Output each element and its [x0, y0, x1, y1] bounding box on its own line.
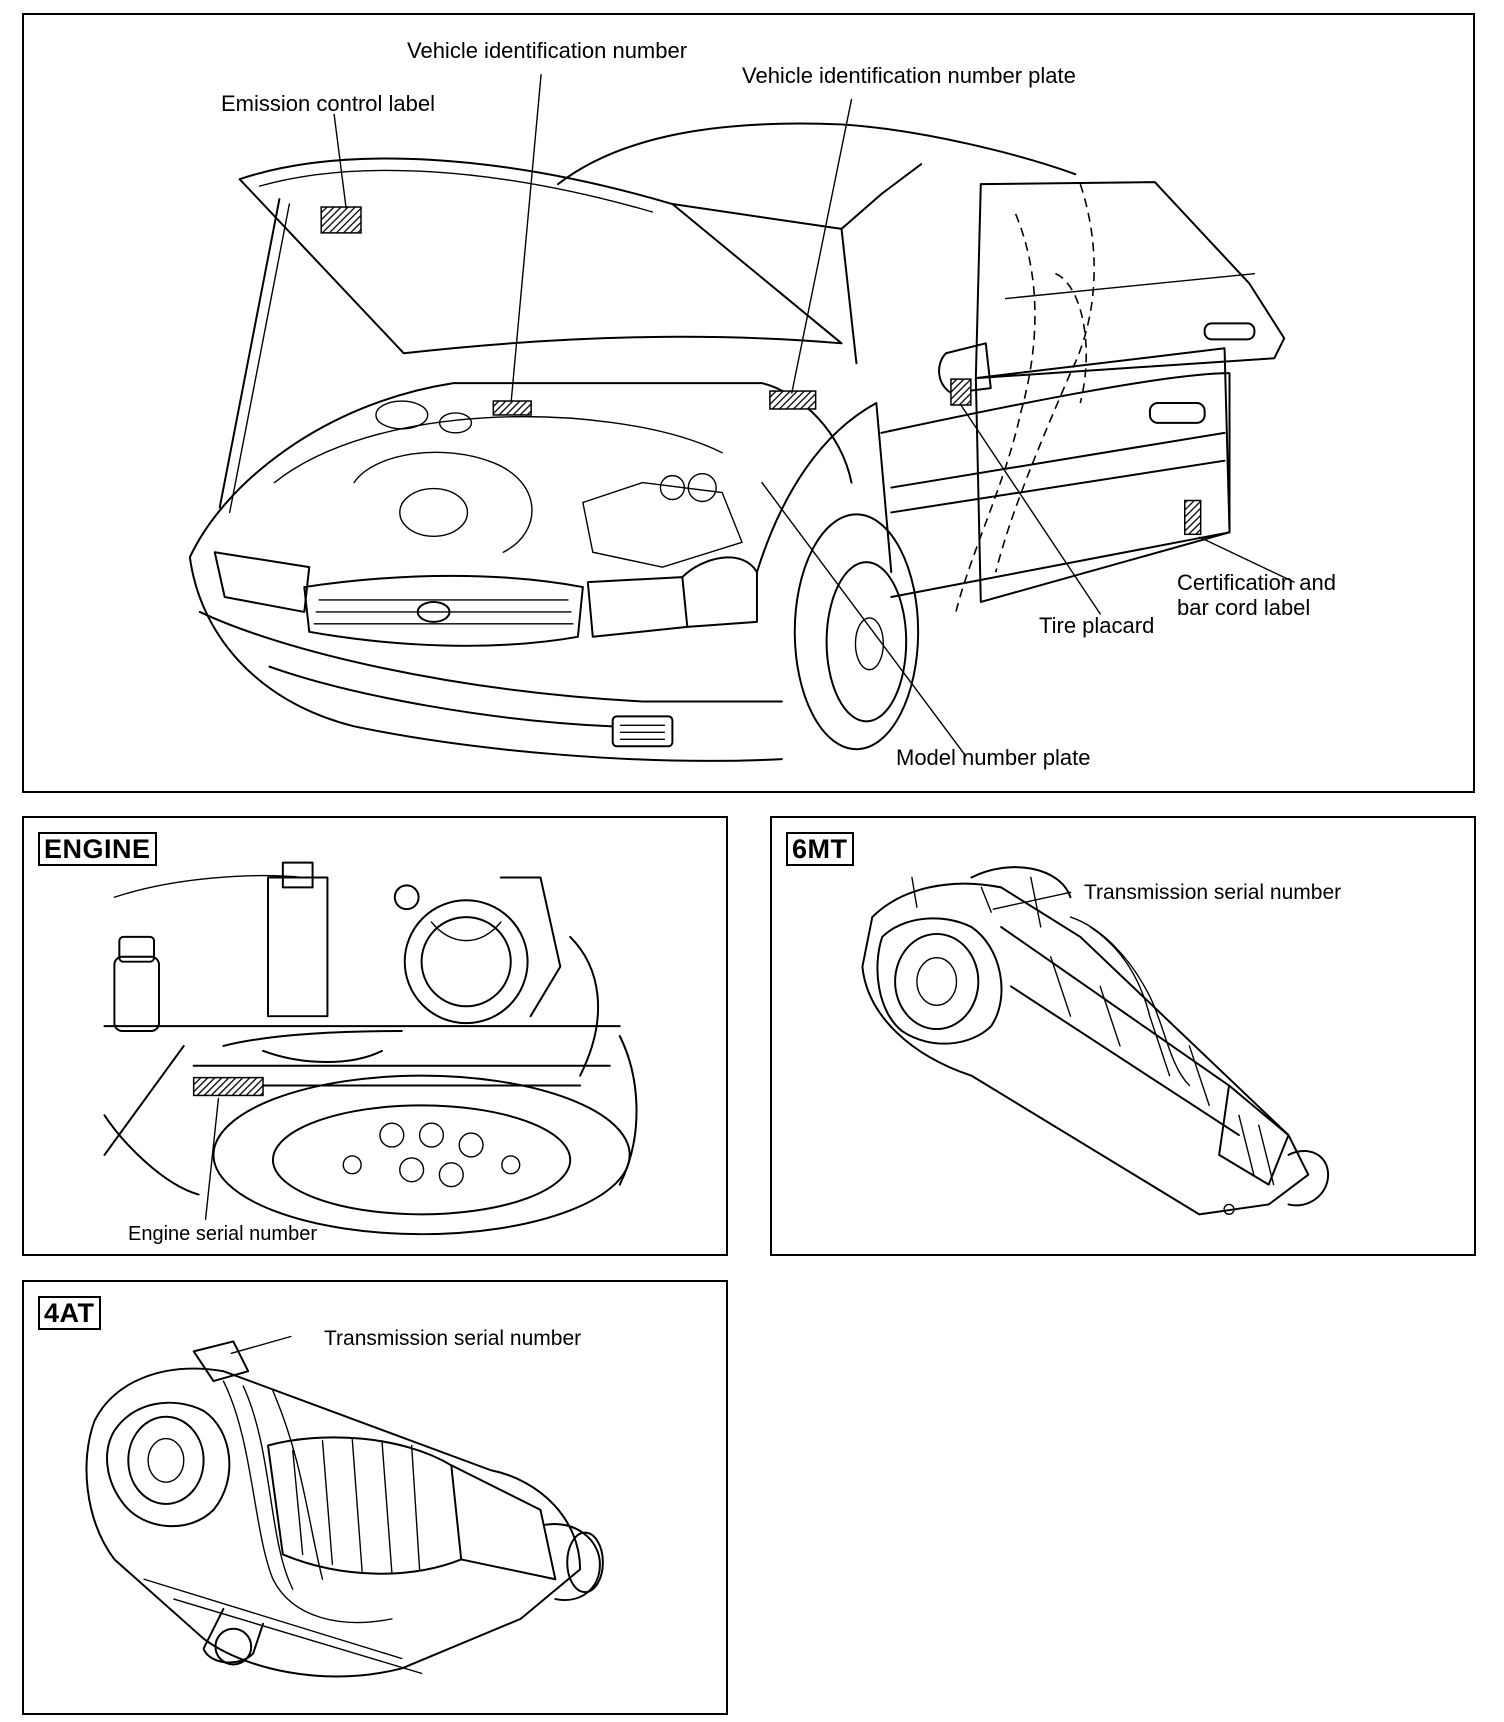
4at-transmission-illustration	[85, 1335, 604, 1678]
engine-illustration	[103, 861, 638, 1236]
4at-diagram-panel: 4AT Transmission serial number	[22, 1280, 728, 1715]
6mt-tag: 6MT	[786, 832, 854, 866]
vehicle-illustration	[188, 73, 1295, 762]
6mt-transmission-serial-label: Transmission serial number	[1084, 881, 1342, 904]
6mt-transmission-illustration	[861, 866, 1330, 1216]
certification-label-line2: bar cord label	[1177, 595, 1311, 620]
4at-tag: 4AT	[38, 1296, 101, 1330]
engine-diagram-panel: ENGINE Engine serial number	[22, 816, 728, 1256]
vehicle-diagram-panel: Vehicle identification number Vehicle id…	[22, 13, 1475, 793]
6mt-diagram-panel: 6MT Transmission serial number	[770, 816, 1476, 1256]
vin-label: Vehicle identification number	[407, 38, 688, 63]
vin-plate-label: Vehicle identification number plate	[742, 63, 1076, 88]
engine-tag: ENGINE	[38, 832, 157, 866]
tire-placard-label: Tire placard	[1039, 613, 1155, 638]
emission-control-label: Emission control label	[221, 91, 435, 116]
model-number-plate-label: Model number plate	[896, 745, 1091, 770]
certification-label-line1: Certification and	[1177, 570, 1336, 595]
engine-serial-number-label: Engine serial number	[128, 1223, 317, 1245]
4at-transmission-serial-label: Transmission serial number	[324, 1327, 582, 1350]
